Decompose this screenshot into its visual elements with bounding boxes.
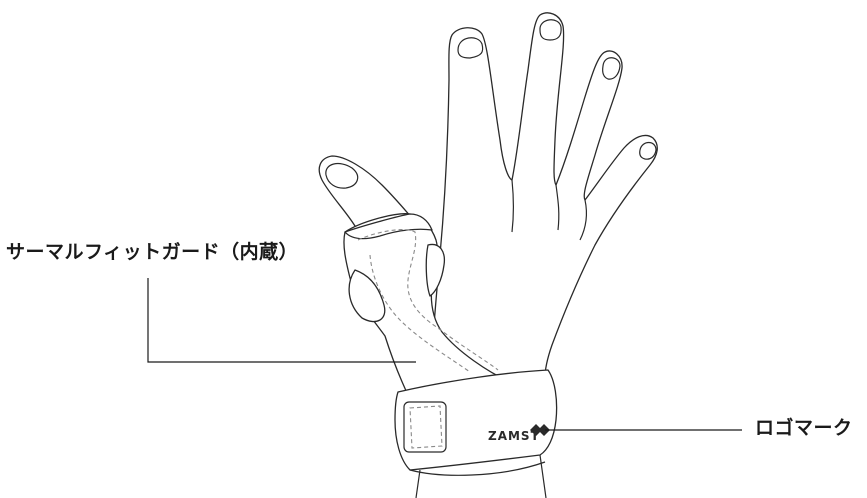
- wrist-strap: [394, 369, 558, 471]
- thermal-fit-guard-outline-2: [369, 254, 471, 373]
- leader-thermal-fit-guard: [147, 278, 416, 363]
- brace-collar: [344, 213, 433, 240]
- wrist-left-line: [415, 469, 421, 498]
- brace-side-pad: [348, 269, 386, 323]
- finger-crease-2: [555, 184, 560, 231]
- finger-crease-3: [579, 199, 587, 241]
- thumb-nail: [325, 162, 359, 189]
- thermal-fit-guard-label: サーマルフィットガード（内蔵）: [6, 241, 299, 263]
- brand-chevron-icon: [530, 424, 550, 436]
- finger-crease-1: [511, 179, 515, 233]
- middle-finger-nail: [539, 19, 562, 41]
- brand-logo-text: ZAMST: [488, 429, 540, 443]
- index-finger-nail: [457, 37, 484, 59]
- hand-outline: [430, 12, 658, 396]
- little-finger-nail: [639, 141, 657, 160]
- brace-inner-tab: [425, 243, 446, 297]
- wrist-lower-edge: [409, 461, 546, 476]
- strap-stitch-line: [409, 405, 443, 449]
- logo-mark-label: ロゴマーク: [755, 417, 853, 439]
- strap-velcro-panel: [403, 401, 447, 453]
- wrist-right-line: [539, 454, 547, 498]
- ring-finger-nail: [602, 57, 621, 80]
- thermal-fit-guard-outline: [357, 229, 499, 371]
